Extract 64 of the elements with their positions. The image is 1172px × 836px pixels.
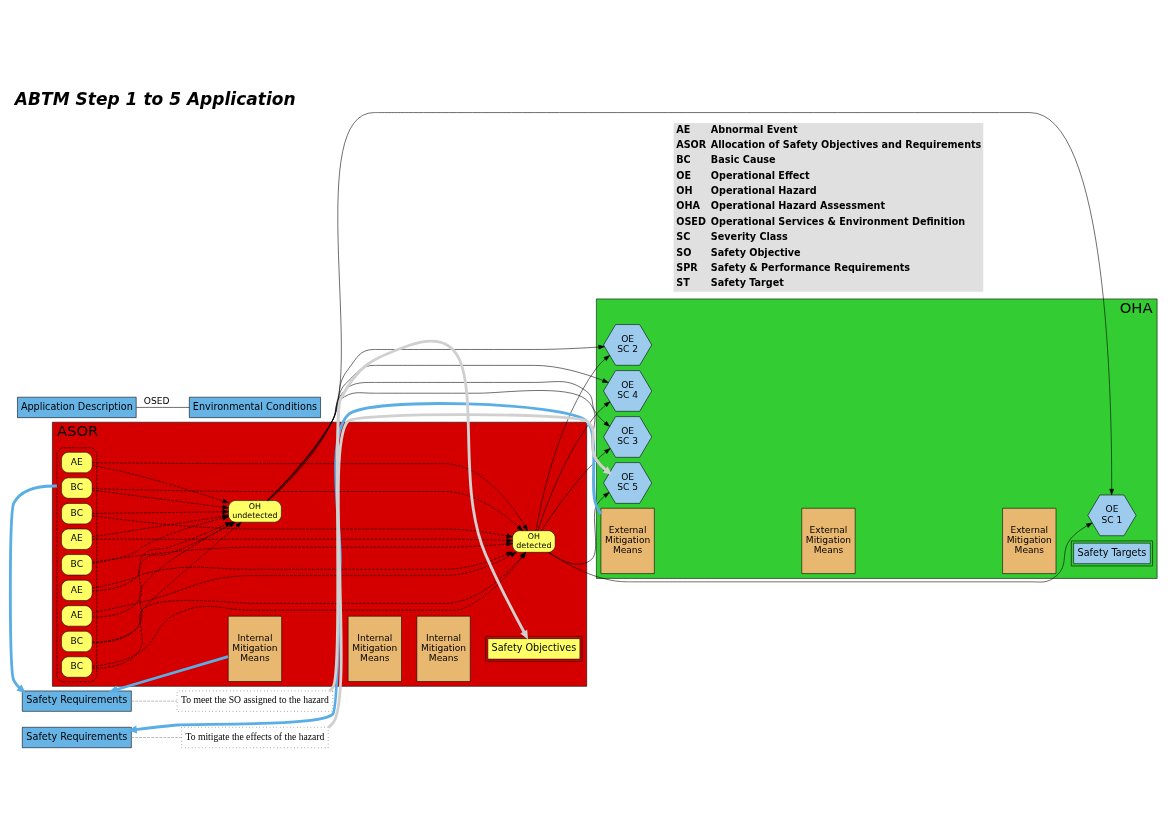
label: ST <box>676 276 690 288</box>
arrow <box>91 489 229 509</box>
arrow <box>108 654 229 693</box>
connector <box>131 700 178 701</box>
label: OSED <box>676 215 706 227</box>
label: BC <box>676 153 691 165</box>
label: ASOR <box>676 138 707 150</box>
label: Severity Class <box>710 230 788 242</box>
node-box: To mitigate the effects of the hazard <box>181 726 329 748</box>
arrow <box>8 484 57 693</box>
arrow <box>547 491 610 564</box>
node-box: To meet the SO assigned to the hazard <box>176 690 334 712</box>
arrow <box>92 551 517 613</box>
label: Operational Effect <box>710 169 810 181</box>
arrow <box>91 541 513 563</box>
label: Safety & Performance Requirements <box>710 261 911 273</box>
node-box: Application Description <box>17 396 137 418</box>
node-box: Internal Mitigation Means <box>416 615 471 682</box>
arrow <box>91 464 229 503</box>
edge-label: OSED <box>143 395 170 406</box>
arrow <box>92 537 513 543</box>
arrow <box>92 521 232 591</box>
node-box: BC <box>61 630 93 652</box>
node-box: Safety Requirements <box>22 726 132 748</box>
arrow <box>268 111 1114 501</box>
arrow <box>548 522 1093 582</box>
node-box: External Mitigation Means <box>801 507 856 574</box>
node-box: AE <box>61 528 93 550</box>
connector <box>131 736 182 738</box>
node-box: External Mitigation Means <box>600 507 655 574</box>
node-box: BC <box>61 502 93 524</box>
node-box: BC <box>61 477 93 499</box>
diagram-title: ABTM Step 1 to 5 Application <box>14 88 296 109</box>
node-box: AE <box>61 579 93 601</box>
node-box: Safety Requirements <box>22 690 132 712</box>
node-box: AE <box>61 604 93 626</box>
label: Allocation of Safety Objectives and Requirements <box>710 138 982 150</box>
node-box: BC <box>61 656 93 678</box>
label: Operational Hazard Assessment <box>710 199 886 211</box>
node-box: Internal Mitigation Means <box>227 615 282 682</box>
label: OHA <box>676 199 700 211</box>
label: SPR <box>676 261 698 273</box>
label: Safety Target <box>710 276 784 288</box>
node-box: AE <box>61 451 93 473</box>
label: Operational Hazard <box>710 184 817 196</box>
label: Operational Services & Environment Definition <box>710 215 966 227</box>
node-box: BC <box>61 553 93 575</box>
label: Abnormal Event <box>710 123 798 135</box>
node-box: External Mitigation Means <box>1002 507 1057 574</box>
arrow <box>127 401 603 733</box>
arrow <box>92 461 528 531</box>
arrow <box>92 551 513 588</box>
label: Safety Objective <box>710 246 801 258</box>
arrow <box>91 509 229 514</box>
node-box: Environmental Conditions <box>189 396 321 418</box>
cluster <box>56 446 97 682</box>
label: SO <box>676 246 692 258</box>
label: SC <box>676 230 691 242</box>
label: Basic Cause <box>710 153 776 165</box>
arrow <box>92 487 523 531</box>
label: OH <box>676 184 693 196</box>
node-box: Internal Mitigation Means <box>347 615 402 682</box>
label: AE <box>676 123 691 135</box>
label: OE <box>676 169 691 181</box>
